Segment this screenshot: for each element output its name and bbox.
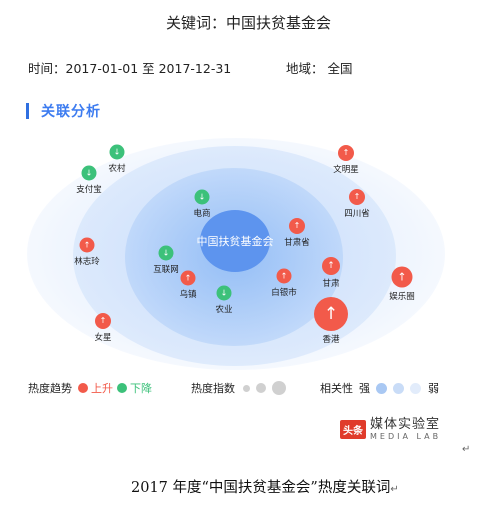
trend-down-icon: ↓ <box>81 165 97 181</box>
legend-index-label: 热度指数 <box>191 382 235 395</box>
region-filter: 地域： 全国 <box>286 58 353 77</box>
legend-index-medium-dot <box>256 383 266 393</box>
legend-relevance: 相关性 强 弱 <box>320 380 439 396</box>
brand-text: 媒体实验室 MEDIA LAB <box>370 418 441 441</box>
caption-paragraph-mark-icon: ↵ <box>390 484 399 495</box>
trend-up-icon: ↑ <box>79 237 95 253</box>
keyword-node-label: 林志玲 <box>74 256 100 267</box>
legend-weak-label: 弱 <box>428 382 439 395</box>
figure-caption: 2017 年度“中国扶贫基金会”热度关联词↵ <box>131 476 399 497</box>
time-range: 2017-01-01 至 2017-12-31 <box>65 61 232 76</box>
trend-up-icon: ↑ <box>289 218 305 234</box>
keyword-node-label: 乌镇 <box>179 289 197 300</box>
legend-index-large-dot <box>272 381 286 395</box>
keyword-node-label: 支付宝 <box>76 184 102 195</box>
legend-up-label: 上升 <box>91 382 113 395</box>
section-title: 关联分析 <box>41 104 101 120</box>
keyword-node-label: 娱乐圈 <box>389 291 415 302</box>
trend-up-icon: ↑ <box>338 145 354 161</box>
legend-trend: 热度趋势 上升 下降 <box>28 380 152 396</box>
legend-strong-dot <box>376 382 387 394</box>
legend-down-dot <box>117 383 127 393</box>
legend-index: 热度指数 <box>191 380 289 396</box>
trend-up-icon: ↑ <box>95 313 111 329</box>
keyword-node-label: 白银市 <box>271 287 297 298</box>
keyword-node-label: 电商 <box>193 208 211 219</box>
keyword-node-label: 香港 <box>322 335 340 345</box>
filter-bar: 时间： 2017-01-01 至 2017-12-31 地域： 全国 <box>28 58 353 77</box>
trend-up-icon: ↑ <box>322 257 340 275</box>
section-accent-bar <box>26 103 29 119</box>
time-label: 时间： <box>28 61 66 76</box>
keyword-node-label: 四川省 <box>344 209 370 219</box>
trend-down-icon: ↓ <box>216 285 232 301</box>
caption-text: 2017 年度“中国扶贫基金会”热度关联词 <box>131 480 391 496</box>
brand-name: 媒体实验室 <box>370 417 441 432</box>
trend-up-icon: ↑ <box>180 270 196 286</box>
brand-logo: 头条 媒体实验室 MEDIA LAB <box>340 418 441 441</box>
legend-medium-dot <box>393 382 404 394</box>
legend-weak-dot <box>410 382 421 394</box>
region-value: 全国 <box>327 61 353 76</box>
keyword-node-label: 甘肃 <box>322 279 340 289</box>
trend-up-icon: ↑ <box>276 268 292 284</box>
legend-down-label: 下降 <box>130 382 152 395</box>
center-keyword-bubble[interactable]: 中国扶贫基金会 <box>197 210 274 272</box>
legend-up-dot <box>78 383 88 393</box>
trend-down-icon: ↓ <box>194 189 210 205</box>
legend-relevance-label: 相关性 <box>320 382 353 395</box>
brand-sub: MEDIA LAB <box>370 432 442 441</box>
legend-trend-label: 热度趋势 <box>28 382 72 395</box>
page-title: 关键词：中国扶贫基金会 <box>165 14 331 32</box>
keyword-node-label: 互联网 <box>153 264 179 275</box>
trend-down-icon: ↓ <box>158 245 174 261</box>
trend-up-icon: ↑ <box>391 266 413 288</box>
legend-index-small-dot <box>243 384 250 392</box>
keyword-node-label: 农业 <box>215 304 233 315</box>
brand-badge: 头条 <box>340 420 366 439</box>
keyword-node-label: 农村 <box>108 163 126 174</box>
legend-strong-label: 强 <box>359 382 370 395</box>
keyword-node-label: 女星 <box>94 333 112 343</box>
region-label: 地域： <box>286 61 324 76</box>
trend-up-icon: ↑ <box>349 189 365 205</box>
trend-up-icon: ↑ <box>314 297 348 331</box>
keyword-node-label: 文明星 <box>333 165 359 175</box>
trend-down-icon: ↓ <box>109 144 125 160</box>
section-header: 关联分析 <box>26 101 101 121</box>
paragraph-mark-icon: ↵ <box>462 444 471 455</box>
relation-network: 中国扶贫基金会 ↓农村↓支付宝↓电商↑林志玲↓互联网↑乌镇↓农业↑女星↑文明星↑… <box>0 128 497 370</box>
keyword-node-label: 甘肃省 <box>284 238 310 248</box>
